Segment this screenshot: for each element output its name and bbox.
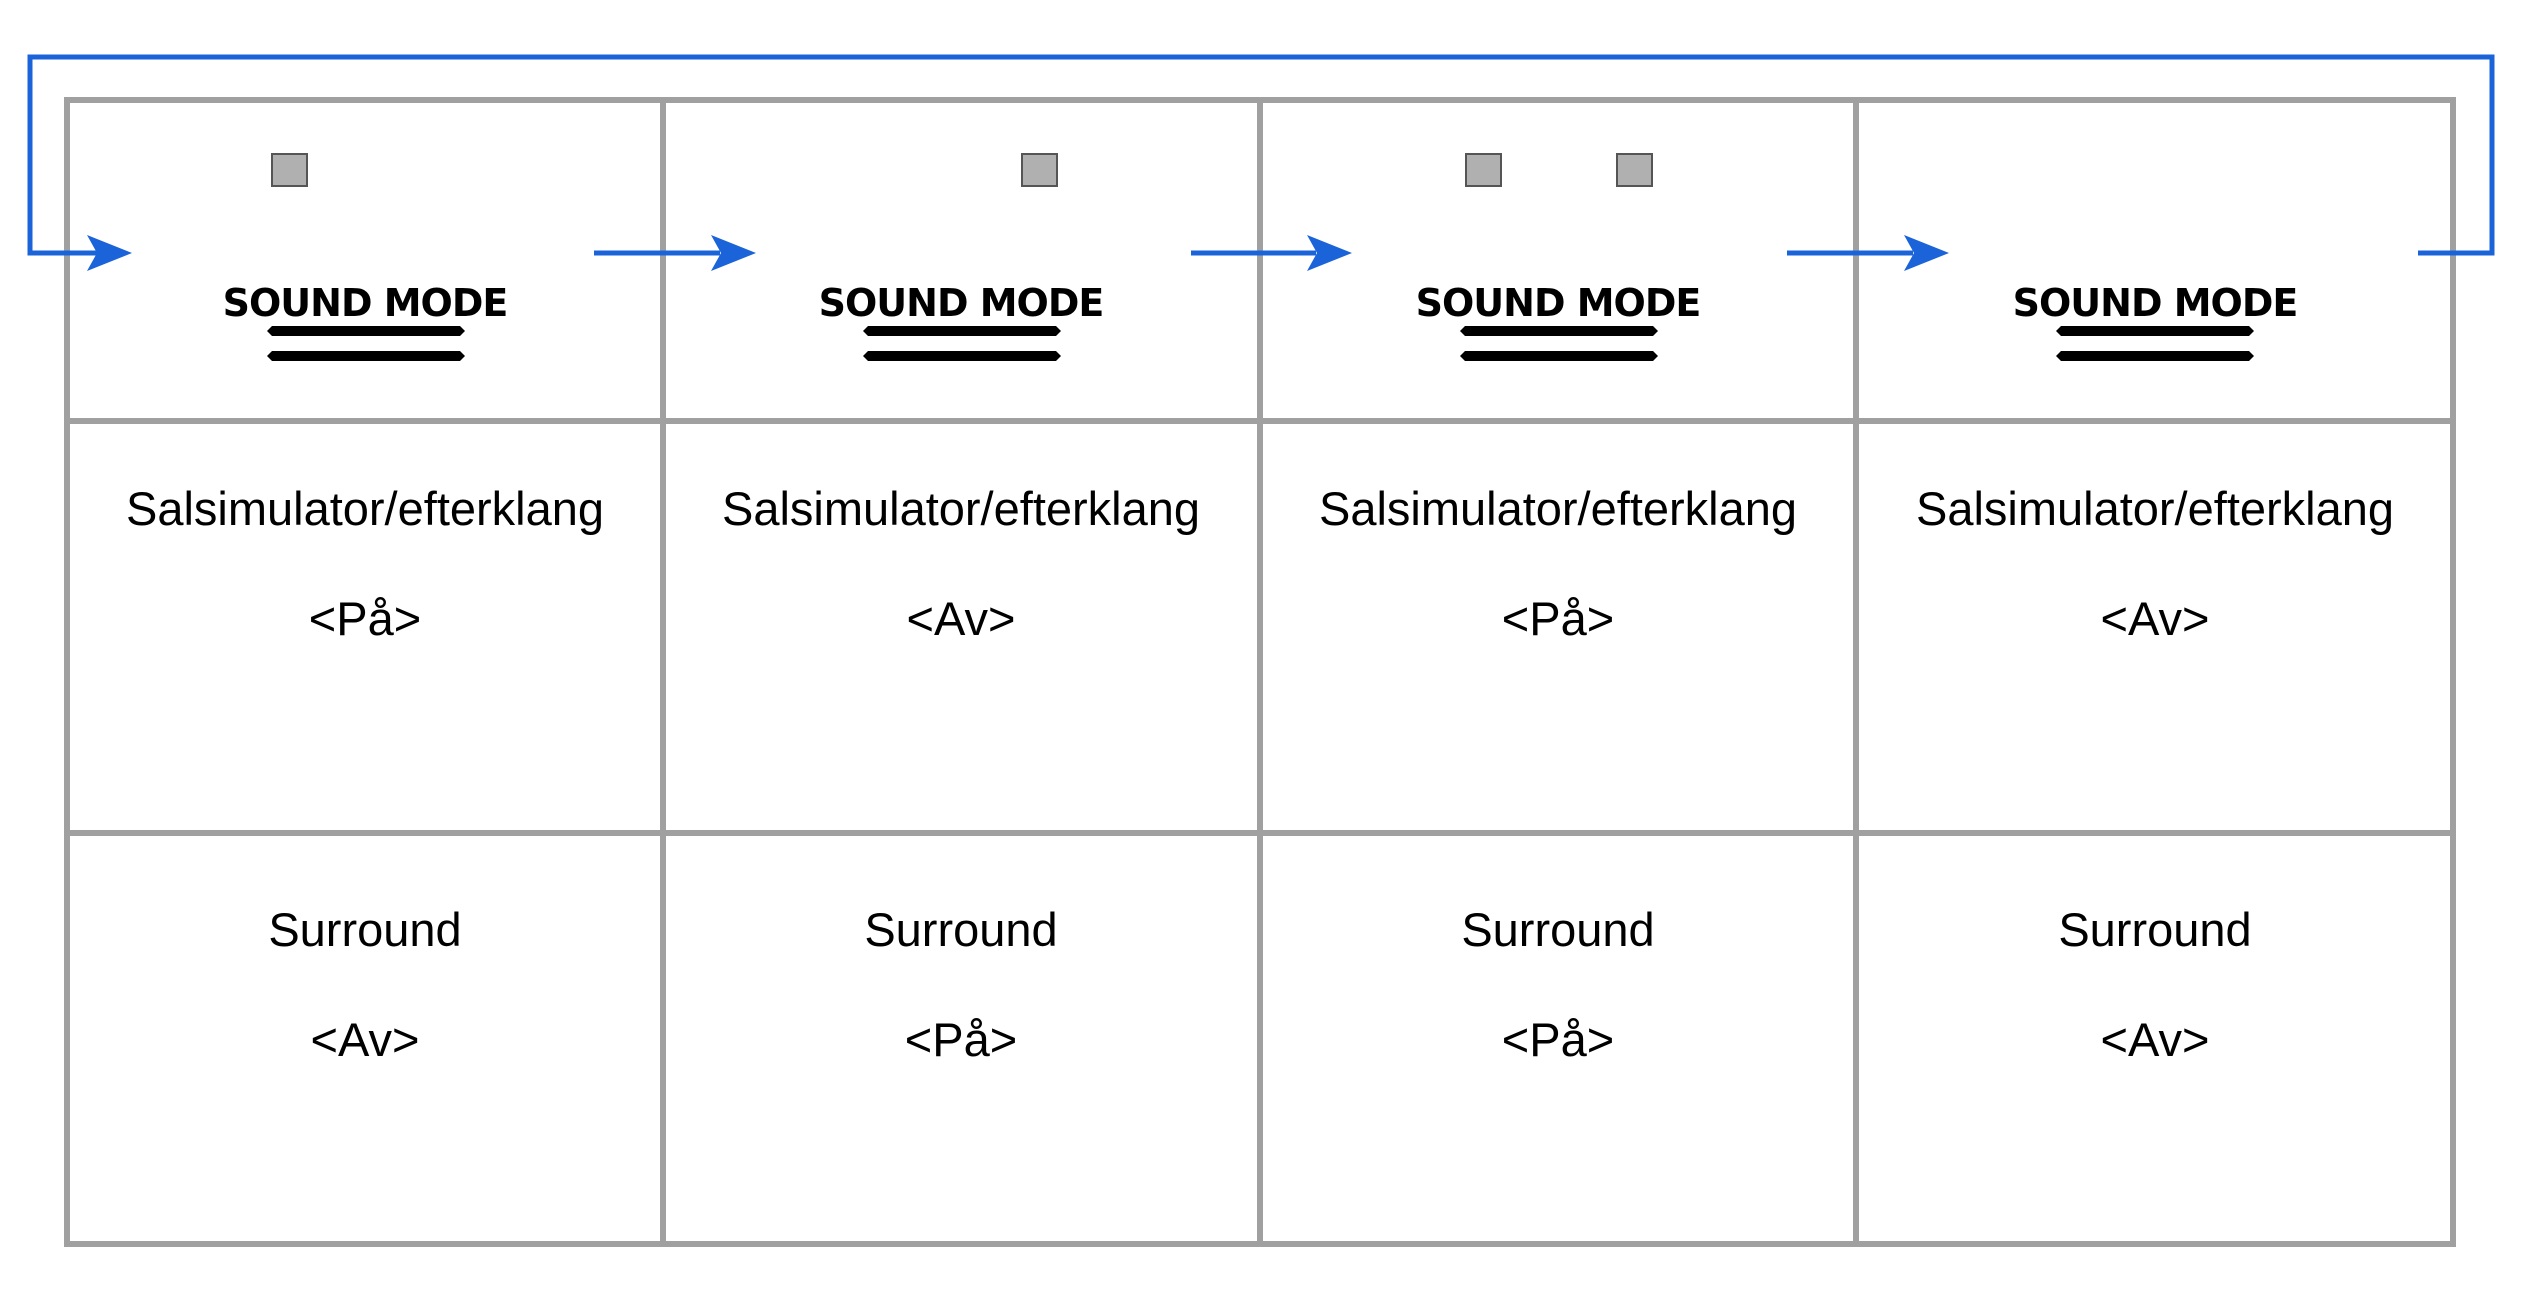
arrow-head-icon: [1307, 235, 1352, 271]
table-grid: [64, 97, 2456, 1247]
display-cell: SOUND MODE: [223, 153, 508, 361]
hall-simulator-value: <På>: [309, 592, 421, 645]
display-cell: SOUND MODE: [1416, 153, 1701, 361]
arrow-head-icon: [1904, 235, 1949, 271]
hall-simulator-label: Salsimulator/efterklang: [1916, 482, 2394, 535]
indicator-led-icon: [1465, 153, 1502, 187]
surround-label: Surround: [268, 903, 461, 956]
flow-arrows: [27, 54, 2495, 271]
loop-back-arrow: [27, 54, 2495, 256]
mode-column: SOUND MODE Salsimulator/efterklang <Av> …: [722, 153, 1200, 1066]
sound-mode-underline-icon: [863, 326, 1061, 361]
sound-mode-underline-icon: [2056, 326, 2254, 361]
hall-simulator-value: <Av>: [2101, 592, 2210, 645]
arrow-head-icon: [711, 235, 756, 271]
surround-value: <På>: [1502, 1013, 1614, 1066]
hall-simulator-value: <På>: [1502, 592, 1614, 645]
indicator-led-icon: [1616, 153, 1653, 187]
surround-label: Surround: [2058, 903, 2251, 956]
display-cell: SOUND MODE: [2013, 281, 2298, 361]
mode-column: SOUND MODE Salsimulator/efterklang <På> …: [1319, 153, 1797, 1066]
surround-value: <Av>: [2101, 1013, 2210, 1066]
arrow-head-icon: [87, 235, 132, 271]
hall-simulator-label: Salsimulator/efterklang: [126, 482, 604, 535]
indicator-led-icon: [271, 153, 308, 187]
sound-mode-button-label: SOUND MODE: [1416, 281, 1701, 325]
surround-value: <På>: [905, 1013, 1017, 1066]
surround-value: <Av>: [311, 1013, 420, 1066]
hall-simulator-label: Salsimulator/efterklang: [722, 482, 1200, 535]
hall-simulator-value: <Av>: [907, 592, 1016, 645]
sound-mode-button-label: SOUND MODE: [2013, 281, 2298, 325]
surround-label: Surround: [1461, 903, 1654, 956]
sound-mode-underline-icon: [267, 326, 465, 361]
surround-label: Surround: [864, 903, 1057, 956]
mode-column: SOUND MODE Salsimulator/efterklang <På> …: [126, 153, 604, 1066]
sound-mode-underline-icon: [1460, 326, 1658, 361]
sound-mode-button-label: SOUND MODE: [819, 281, 1104, 325]
display-cell: SOUND MODE: [819, 153, 1104, 361]
hall-simulator-label: Salsimulator/efterklang: [1319, 482, 1797, 535]
sound-mode-button-label: SOUND MODE: [223, 281, 508, 325]
indicator-led-icon: [1021, 153, 1058, 187]
mode-column: SOUND MODE Salsimulator/efterklang <Av> …: [1916, 281, 2394, 1066]
